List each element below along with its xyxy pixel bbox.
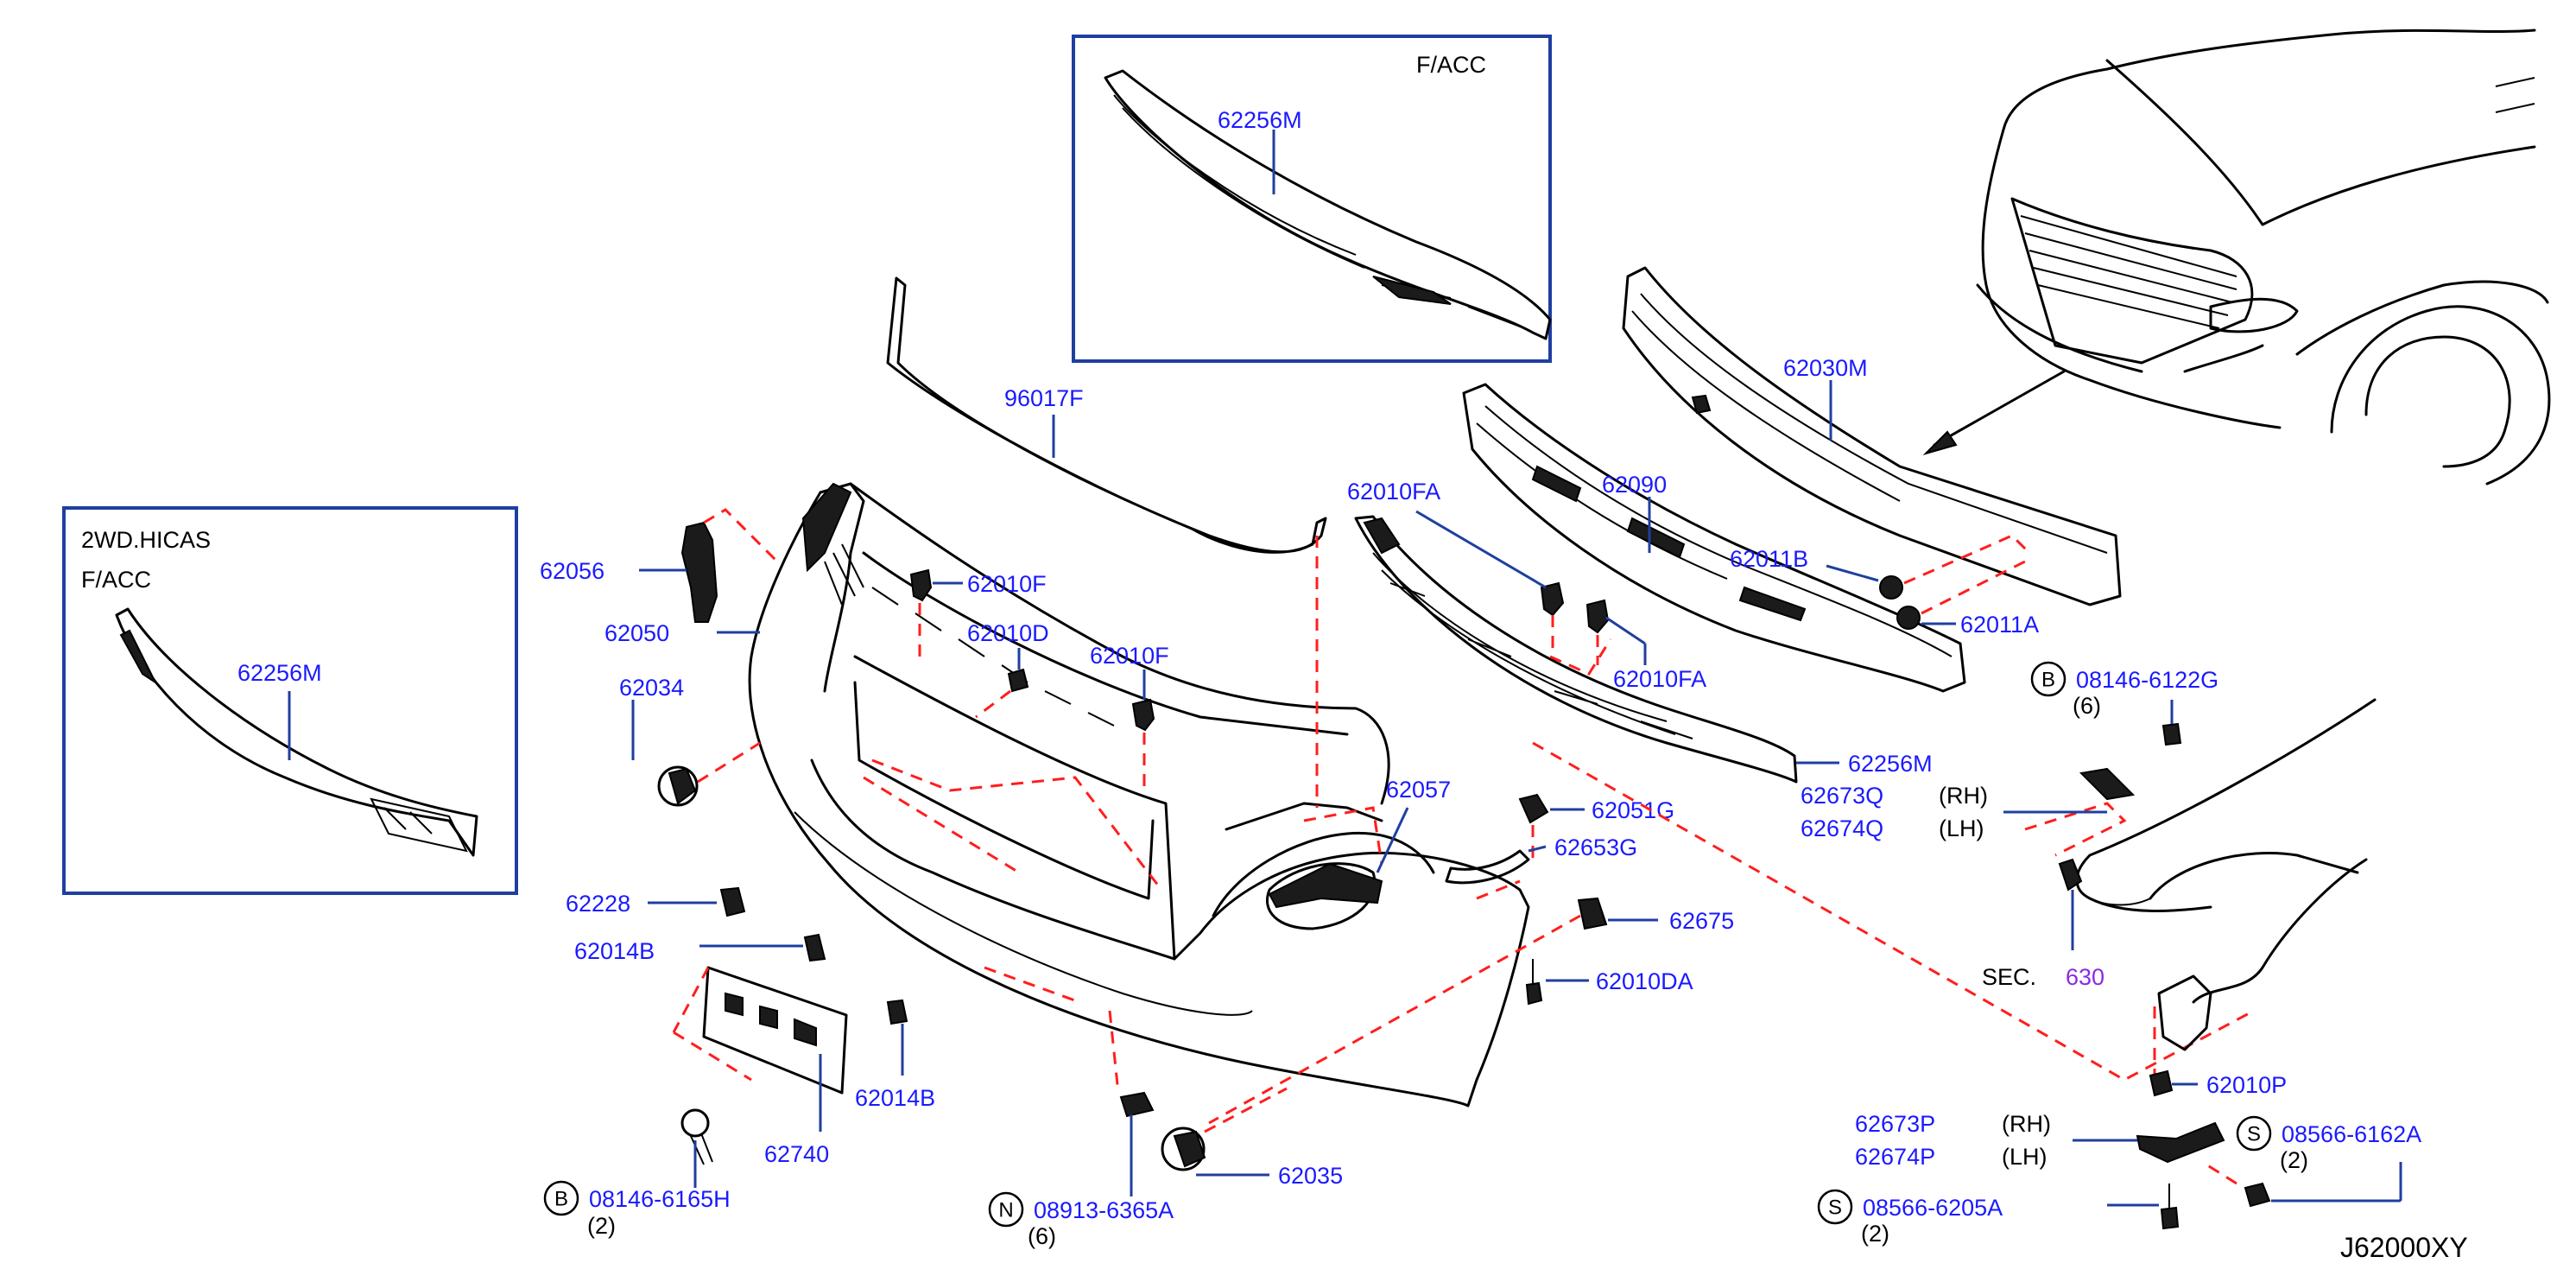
qty-6162A: (2)	[2280, 1147, 2308, 1173]
bolt-62011A: 62011A	[1896, 560, 2039, 638]
inset-top-label: F/ACC	[1416, 52, 1486, 78]
part-08913-6365A[interactable]: 08913-6365A	[1034, 1197, 1174, 1223]
part-62010F-b[interactable]: 62010F	[1090, 643, 1169, 669]
circle-n-1: N	[998, 1199, 1013, 1222]
bolt-62010DA: 62010DA	[1525, 959, 1693, 1006]
reinforcement-62030M: 62030M	[1622, 266, 2122, 606]
clip-62014B-a: 62014B	[574, 933, 826, 964]
cap-62228: 62228	[566, 886, 746, 917]
cover-62035: 62035	[1161, 1087, 1343, 1189]
part-62674P[interactable]: 62674P	[1855, 1144, 1935, 1170]
part-62256M-main[interactable]: 62256M	[1848, 751, 1933, 777]
inset-top-facc: F/ACC 62256M	[1072, 35, 1552, 363]
part-62010F-a[interactable]: 62010F	[967, 571, 1047, 597]
section-ref-630: SEC. 630	[1982, 890, 2104, 990]
bolt-08146-6122G: B 08146-6122G (6)	[2030, 661, 2218, 746]
bracket-62056: 62056	[540, 508, 779, 623]
part-08146-6165H[interactable]: 08146-6165H	[589, 1186, 731, 1212]
strip-62653G: 62653G	[1445, 835, 1637, 900]
part-62030M[interactable]: 62030M	[1783, 355, 1868, 381]
lh-label-1: (LH)	[1939, 816, 1984, 841]
clip-62010FA-a: 62010FA	[1347, 479, 1565, 648]
lh-label-2: (LH)	[2002, 1144, 2048, 1170]
part-62035[interactable]: 62035	[1278, 1163, 1343, 1189]
part-62011B[interactable]: 62011B	[1730, 546, 1808, 572]
bumper-fascia-62050: 62050	[604, 482, 1530, 1107]
inset-left-label-2: F/ACC	[81, 567, 151, 593]
rh-label-2: (RH)	[2002, 1111, 2051, 1137]
bracket-62673P: 62673P (RH) 62674P (LH)	[1855, 1111, 2225, 1170]
circle-s-1: S	[2247, 1123, 2261, 1146]
part-62256M-top[interactable]: 62256M	[1218, 107, 1302, 133]
clip-62010FA-b: 62010FA	[1585, 599, 1706, 692]
grille-insert-top-drawing	[1104, 69, 1552, 340]
part-08146-6122G[interactable]: 08146-6122G	[2076, 667, 2218, 693]
qty-6165H: (2)	[587, 1213, 616, 1239]
screw-08566-6162A: S 08566-6162A (2)	[2201, 1115, 2421, 1208]
screw-08566-6205A: S 08566-6205A (2)	[1817, 1184, 2180, 1247]
bracket-62675: 62675	[1208, 897, 1734, 1125]
part-62011A[interactable]: 62011A	[1960, 612, 2039, 638]
circle-b-1: B	[554, 1188, 568, 1211]
clip-62010F-b: 62010F	[1090, 643, 1169, 795]
part-96017F[interactable]: 96017F	[1004, 385, 1084, 411]
part-62010DA[interactable]: 62010DA	[1596, 968, 1693, 994]
part-62010FA-b[interactable]: 62010FA	[1613, 666, 1706, 692]
clip-62014B-b: 62014B	[855, 999, 935, 1111]
part-62010P[interactable]: 62010P	[2206, 1072, 2287, 1098]
assembly-guides	[863, 536, 1612, 1004]
part-62256M-left[interactable]: 62256M	[237, 660, 322, 686]
part-62653G[interactable]: 62653G	[1554, 835, 1637, 860]
rh-label-1: (RH)	[1939, 783, 1988, 809]
part-62740[interactable]: 62740	[764, 1141, 829, 1167]
absorber-62090: 62090	[1462, 383, 1966, 693]
clip-62010D: 62010D	[967, 620, 1049, 719]
circle-s-2: S	[1828, 1196, 1842, 1220]
inset-left-2wd-hicas: 2WD.HICAS F/ACC 62256M	[62, 506, 518, 895]
grille-insert-left-drawing	[115, 607, 478, 857]
sec-label: SEC.	[1982, 964, 2036, 990]
part-08566-6205A[interactable]: 08566-6205A	[1863, 1195, 2003, 1221]
bracket-62673Q: 62673Q (RH) 62674Q (LH)	[1532, 741, 2255, 1082]
part-62228[interactable]: 62228	[566, 891, 630, 917]
vehicle-reference-drawing	[1922, 29, 2551, 486]
part-62673P[interactable]: 62673P	[1855, 1111, 1935, 1137]
part-62014B-b[interactable]: 62014B	[855, 1085, 935, 1111]
part-62090[interactable]: 62090	[1602, 472, 1667, 498]
molding-96017F: 96017F	[886, 276, 1327, 554]
part-62010FA-a[interactable]: 62010FA	[1347, 479, 1440, 505]
part-62014B-a[interactable]: 62014B	[574, 938, 655, 964]
part-62056[interactable]: 62056	[540, 558, 604, 584]
part-08566-6162A[interactable]: 08566-6162A	[2282, 1121, 2421, 1147]
nut-62011B: 62011B	[1730, 534, 2031, 600]
part-62051G[interactable]: 62051G	[1592, 797, 1674, 823]
bracket-62057: 62057	[1268, 777, 1451, 909]
qty-6365A: (6)	[1028, 1223, 1056, 1249]
diagram-id: J62000XY	[2340, 1232, 2468, 1263]
qty-6122G: (6)	[2073, 693, 2101, 719]
clip-62010P: 62010P	[2149, 1069, 2287, 1098]
part-62034[interactable]: 62034	[619, 675, 684, 701]
clip-62010F-a: 62010F	[909, 568, 1047, 657]
qty-6205A: (2)	[1861, 1221, 1889, 1247]
fender-reference	[2058, 698, 2377, 1004]
plate-bracket-62740: 62740	[672, 966, 848, 1167]
part-62050[interactable]: 62050	[604, 620, 669, 646]
cover-62034: 62034	[619, 675, 761, 807]
retainer-62051G: 62051G	[1518, 793, 1674, 864]
bolt-08146-6165H: B 08146-6165H (2)	[543, 1108, 731, 1239]
inset-left-label-1: 2WD.HICAS	[81, 527, 211, 553]
sec-number-630[interactable]: 630	[2066, 964, 2104, 990]
part-62674Q[interactable]: 62674Q	[1801, 816, 1883, 841]
grille-62256M: 62256M	[1354, 515, 1933, 784]
part-62673Q[interactable]: 62673Q	[1801, 783, 1883, 809]
part-62057[interactable]: 62057	[1386, 777, 1451, 803]
nut-08913-6365A: N 08913-6365A (6)	[988, 1010, 1174, 1249]
circle-b-2: B	[2041, 669, 2055, 692]
part-62010D[interactable]: 62010D	[967, 620, 1049, 646]
part-62675[interactable]: 62675	[1669, 908, 1734, 934]
